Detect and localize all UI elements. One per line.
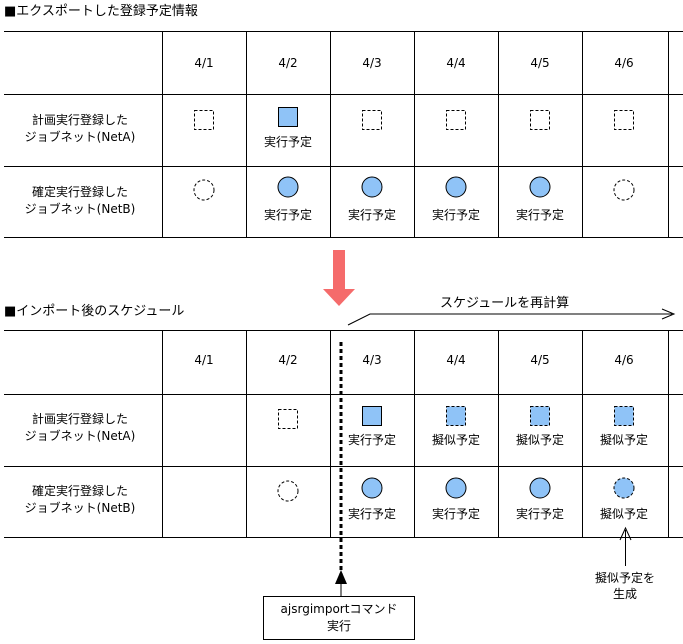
pseudo-generation-note: 擬似予定を 生成	[594, 571, 655, 601]
pseudo-note-arrow-head-icon	[619, 526, 632, 541]
bottom-date-header: 4/3	[362, 353, 382, 367]
square-dashed-icon	[530, 110, 550, 130]
top-date-header: 4/2	[278, 56, 298, 70]
square-dashed-icon	[614, 110, 634, 130]
circle-filled-icon	[277, 176, 299, 198]
circle-filled-icon	[529, 477, 551, 499]
bottom-date-header: 4/1	[194, 353, 214, 367]
bottom-netb-cell-text: 擬似予定	[599, 507, 648, 521]
circle-filled-icon	[445, 176, 467, 198]
bottom-neta-cell-text: 擬似予定	[515, 433, 564, 447]
bottom-netb-cell-text: 実行予定	[347, 507, 396, 521]
bottom-neta-cell-text: 擬似予定	[599, 433, 648, 447]
circle-dashed-icon	[193, 179, 215, 201]
top-netb-cell-text: 実行予定	[431, 208, 480, 222]
recalc-arrow-line	[347, 313, 672, 326]
bottom-row-label-netb: 確定実行登録した ジョブネット(NetB)	[24, 484, 136, 515]
top-date-header: 4/6	[614, 56, 634, 70]
import-section-title: ■インポート後のスケジュール	[4, 304, 185, 319]
export-section-title: ■エクスポートした登録予定情報	[4, 4, 198, 19]
circle-filled-icon	[445, 477, 467, 499]
recalc-arrow-head-icon	[661, 308, 676, 320]
bottom-date-header: 4/6	[614, 353, 634, 367]
bottom-neta-cell-text: 実行予定	[347, 433, 396, 447]
top-neta-cell-text: 実行予定	[263, 135, 312, 149]
bottom-netb-cell-text: 実行予定	[515, 507, 564, 521]
command-arrow-icon	[335, 570, 347, 584]
square-pseudo-icon	[614, 406, 634, 426]
top-date-header: 4/1	[194, 56, 214, 70]
top-date-header: 4/5	[530, 56, 550, 70]
bottom-date-header: 4/5	[530, 353, 550, 367]
bottom-date-header: 4/4	[446, 353, 466, 367]
circle-filled-icon	[361, 176, 383, 198]
square-dashed-icon	[446, 110, 466, 130]
top-date-header: 4/3	[362, 56, 382, 70]
circle-pseudo-icon	[613, 477, 635, 499]
bottom-neta-cell-text: 擬似予定	[431, 433, 480, 447]
down-arrow-icon	[323, 250, 355, 306]
command-box: ajsrgimportコマンド 実行	[263, 596, 415, 640]
bottom-row-label-neta: 計画実行登録した ジョブネット(NetA)	[24, 412, 136, 443]
recalc-label: スケジュールを再計算	[440, 296, 570, 311]
circle-filled-icon	[361, 477, 383, 499]
square-dashed-icon	[278, 409, 298, 429]
bottom-date-header: 4/2	[278, 353, 298, 367]
top-netb-cell-text: 実行予定	[263, 208, 312, 222]
square-dashed-icon	[194, 110, 214, 130]
top-row-label-neta: 計画実行登録した ジョブネット(NetA)	[24, 113, 136, 144]
circle-dashed-icon	[277, 480, 299, 502]
circle-filled-icon	[529, 176, 551, 198]
bottom-netb-cell-text: 実行予定	[431, 507, 480, 521]
top-date-header: 4/4	[446, 56, 466, 70]
square-dashed-icon	[362, 110, 382, 130]
square-filled-icon	[278, 107, 298, 127]
top-row-label-netb: 確定実行登録した ジョブネット(NetB)	[24, 185, 136, 216]
top-netb-cell-text: 実行予定	[515, 208, 564, 222]
circle-dashed-icon	[613, 179, 635, 201]
square-pseudo-icon	[530, 406, 550, 426]
square-filled-icon	[362, 406, 382, 426]
square-pseudo-icon	[446, 406, 466, 426]
top-netb-cell-text: 実行予定	[347, 208, 396, 222]
